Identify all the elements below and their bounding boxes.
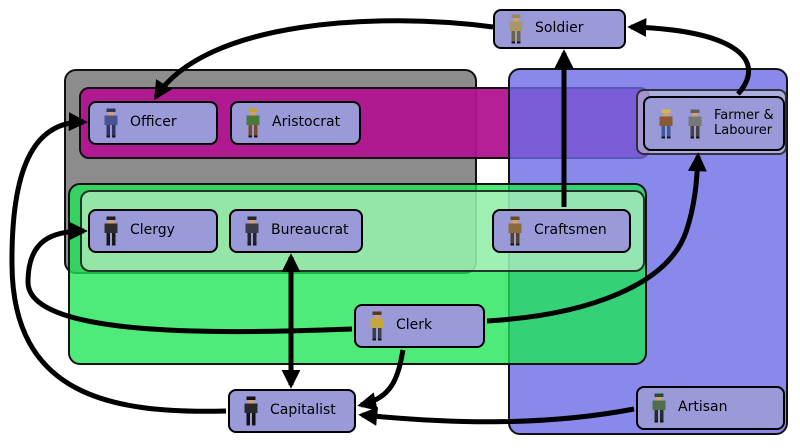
pop-box-artisan: Artisan: [636, 386, 785, 430]
bureaucrat-icon: [245, 216, 259, 246]
pop-label-craftsmen: Craftsmen: [534, 222, 607, 239]
pop-label-officer: Officer: [130, 114, 177, 131]
pop-label-clergy: Clergy: [130, 222, 175, 239]
pop-label-capitalist: Capitalist: [270, 402, 336, 419]
officer-icon: [104, 108, 118, 138]
pop-label-soldier: Soldier: [535, 20, 584, 37]
pop-label-line: Labourer: [714, 122, 773, 138]
artisan-icon: [652, 393, 666, 423]
pop-box-officer: Officer: [88, 101, 218, 145]
labourer-icon: [688, 108, 702, 139]
craftsman-icon: [508, 216, 522, 246]
capitalist-icon: [244, 396, 258, 426]
pop-label-artisan: Artisan: [678, 399, 728, 416]
pop-box-farmer-labourer: Farmer &Labourer: [643, 96, 785, 151]
pop-box-capitalist: Capitalist: [228, 389, 356, 433]
aristocrat-icon: [246, 108, 260, 138]
pop-label-bureaucrat: Bureaucrat: [271, 222, 349, 239]
clergy-icon: [104, 216, 118, 246]
clerk-icon: [370, 311, 384, 341]
soldier-icon: [509, 14, 523, 44]
pop-label-farmer-labourer: Farmer &Labourer: [714, 107, 774, 138]
pop-box-soldier: Soldier: [493, 9, 626, 49]
pop-label-aristocrat: Aristocrat: [272, 114, 341, 131]
farmer-icon: [659, 108, 673, 139]
pop-label-clerk: Clerk: [396, 317, 433, 334]
pop-label-line: Farmer &: [714, 107, 774, 123]
pop-box-craftsmen: Craftsmen: [492, 209, 631, 253]
pop-box-clergy: Clergy: [88, 209, 218, 253]
pop-box-bureaucrat: Bureaucrat: [229, 209, 363, 253]
pop-box-aristocrat: Aristocrat: [230, 101, 361, 145]
pop-box-clerk: Clerk: [354, 304, 485, 348]
